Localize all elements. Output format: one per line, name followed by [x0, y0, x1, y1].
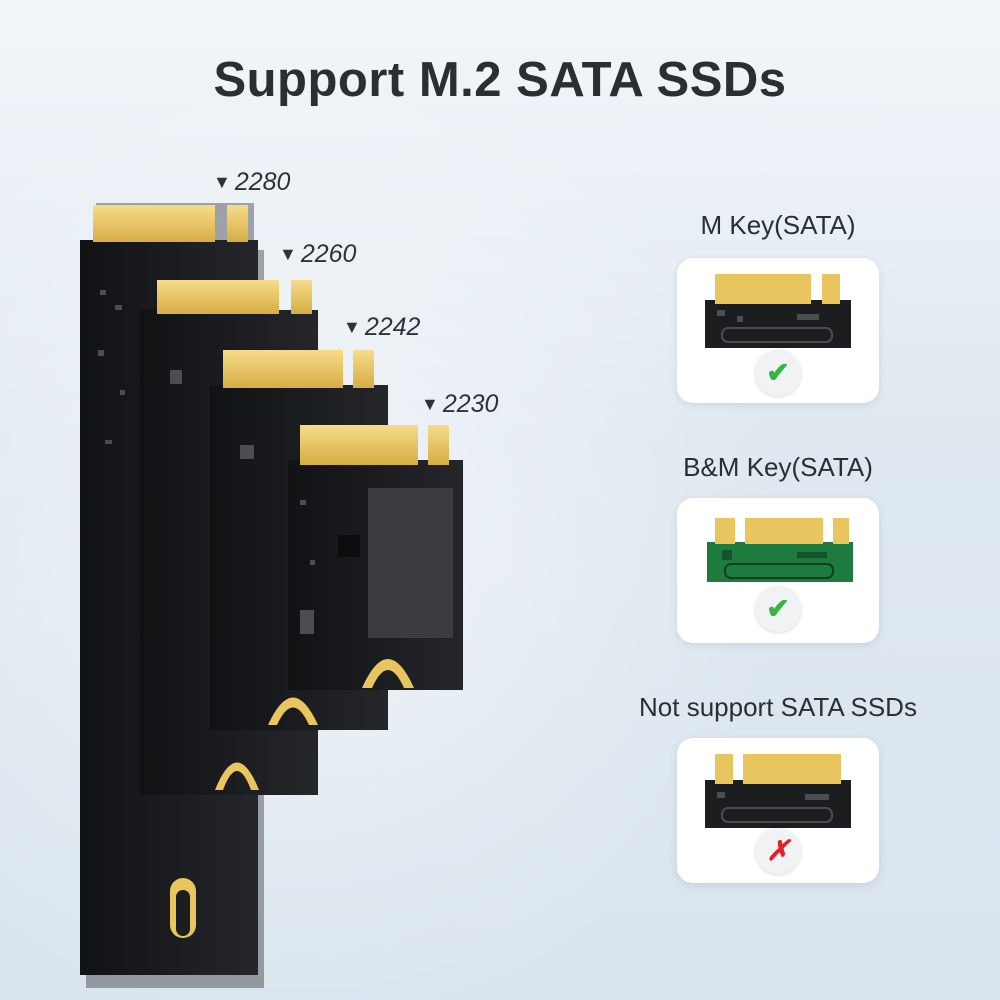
key-label-m-key: M Key(SATA) — [700, 210, 856, 240]
cross-icon: ✗ — [755, 828, 801, 874]
size-label-2280: ▼2280 — [213, 168, 291, 196]
m-key-board-illustration — [705, 274, 851, 348]
size-label-2260: ▼2260 — [279, 240, 357, 268]
ssd-2230 — [288, 425, 463, 690]
page-title: Support M.2 SATA SSDs — [213, 53, 787, 107]
unsupported-board-illustration — [705, 754, 851, 828]
pcb-components — [98, 290, 315, 634]
check-icon: ✔ — [755, 586, 801, 632]
key-card-not-supported: ✗ — [677, 738, 879, 883]
size-label-2230: ▼2230 — [421, 390, 499, 418]
key-card-m-key: ✔ — [677, 258, 879, 403]
bm-key-board-illustration — [707, 518, 853, 582]
key-card-bm-key: ✔ — [677, 498, 879, 643]
check-icon: ✔ — [755, 350, 801, 396]
key-label-not-supported: Not support SATA SSDs — [639, 692, 917, 722]
size-label-2242: ▼2242 — [343, 313, 421, 341]
key-label-bm-key: B&M Key(SATA) — [683, 452, 873, 482]
